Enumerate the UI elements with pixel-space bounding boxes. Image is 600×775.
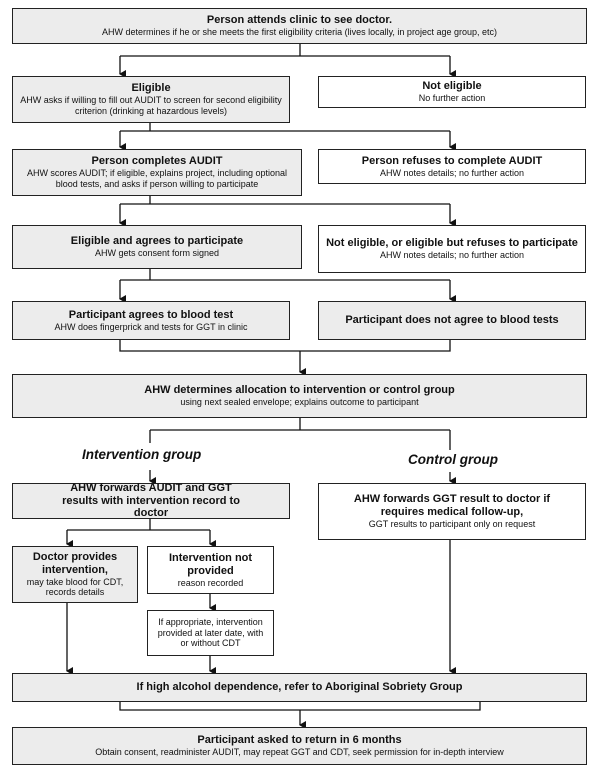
box-not-eligible-refuses-title: Not eligible, or eligible but refuses to… — [326, 237, 578, 250]
box-doctor-provides-title: Doctor provides intervention, — [32, 550, 118, 576]
box-return-6-months: Participant asked to return in 6 months … — [12, 727, 587, 765]
box-attends-clinic-title: Person attends clinic to see doctor. — [206, 14, 393, 27]
box-not-provided: Intervention not provided reason recorde… — [147, 546, 274, 594]
box-later-date-desc: If appropriate, intervention provided at… — [157, 617, 264, 649]
box-return-title: Participant asked to return in 6 months — [197, 734, 402, 747]
connector-b4-split — [120, 196, 450, 205]
connector-b1-split — [120, 44, 450, 57]
connector-b11-split — [67, 519, 210, 531]
box-blood-test-desc: AHW does fingerprick and tests for GGT i… — [54, 321, 248, 332]
box-refuses-audit-desc: AHW notes details; no further action — [379, 167, 525, 178]
box-completes-audit: Person completes AUDIT AHW scores AUDIT;… — [12, 149, 302, 196]
box-agrees-participate: Eligible and agrees to participate AHW g… — [12, 225, 302, 269]
box-forward-ggt: AHW forwards GGT result to doctor if req… — [318, 483, 586, 540]
box-allocation-desc: using next sealed envelope; explains out… — [180, 397, 419, 408]
box-completes-audit-desc: AHW scores AUDIT; if eligible, explains … — [26, 168, 288, 189]
box-not-eligible-title: Not eligible — [422, 80, 482, 93]
box-completes-audit-title: Person completes AUDIT — [91, 155, 223, 168]
box-attends-clinic-desc: AHW determines if he or she meets the fi… — [102, 27, 497, 38]
box-no-blood-test: Participant does not agree to blood test… — [318, 301, 586, 340]
box-agrees-participate-title: Eligible and agrees to participate — [70, 235, 244, 248]
box-not-eligible: Not eligible No further action — [318, 76, 586, 108]
connector-referral-merge — [119, 702, 481, 711]
box-doctor-provides-desc: may take blood for CDT, records details — [26, 576, 124, 598]
box-forward-audit-title: AHW forwards AUDIT and GGT results with … — [62, 481, 240, 520]
intervention-group-label: Intervention group — [82, 447, 202, 462]
box-not-eligible-refuses-desc: AHW notes details; no further action — [379, 250, 525, 261]
connector-b2-split — [120, 123, 450, 132]
box-return-desc: Obtain consent, readminister AUDIT, may … — [95, 747, 504, 758]
box-forward-ggt-desc: GGT results to participant only on reque… — [368, 519, 536, 530]
box-not-provided-desc: reason recorded — [177, 577, 244, 588]
box-later-date: If appropriate, intervention provided at… — [147, 610, 274, 656]
box-refuses-audit: Person refuses to complete AUDIT AHW not… — [318, 149, 586, 184]
box-refuses-audit-title: Person refuses to complete AUDIT — [361, 154, 543, 167]
box-blood-test-title: Participant agrees to blood test — [68, 308, 234, 321]
box-eligible-desc: AHW asks if willing to fill out AUDIT to… — [20, 95, 282, 116]
box-allocation-title: AHW determines allocation to interventio… — [144, 384, 455, 397]
control-group-label: Control group — [408, 452, 498, 467]
box-forward-audit: AHW forwards AUDIT and GGT results with … — [12, 481, 290, 520]
box-not-provided-title: Intervention not provided — [168, 551, 253, 577]
box-not-eligible-desc: No further action — [418, 93, 486, 104]
connector-merge-allocation — [119, 340, 451, 352]
box-attends-clinic: Person attends clinic to see doctor. AHW… — [12, 8, 587, 44]
box-referral-title: If high alcohol dependence, refer to Abo… — [136, 681, 463, 694]
box-eligible: Eligible AHW asks if willing to fill out… — [12, 76, 290, 123]
box-allocation: AHW determines allocation to interventio… — [12, 374, 587, 418]
box-blood-test: Participant agrees to blood test AHW doe… — [12, 301, 290, 340]
box-doctor-provides: Doctor provides intervention, may take b… — [12, 546, 138, 603]
box-referral: If high alcohol dependence, refer to Abo… — [12, 673, 587, 702]
box-not-eligible-refuses: Not eligible, or eligible but refuses to… — [318, 225, 586, 273]
box-forward-ggt-title: AHW forwards GGT result to doctor if req… — [353, 493, 551, 519]
box-no-blood-test-title: Participant does not agree to blood test… — [345, 314, 559, 327]
box-eligible-title: Eligible — [131, 82, 171, 95]
connector-b6-split — [120, 269, 450, 281]
connector-allocation-split — [150, 418, 450, 431]
box-agrees-participate-desc: AHW gets consent form signed — [94, 248, 220, 259]
